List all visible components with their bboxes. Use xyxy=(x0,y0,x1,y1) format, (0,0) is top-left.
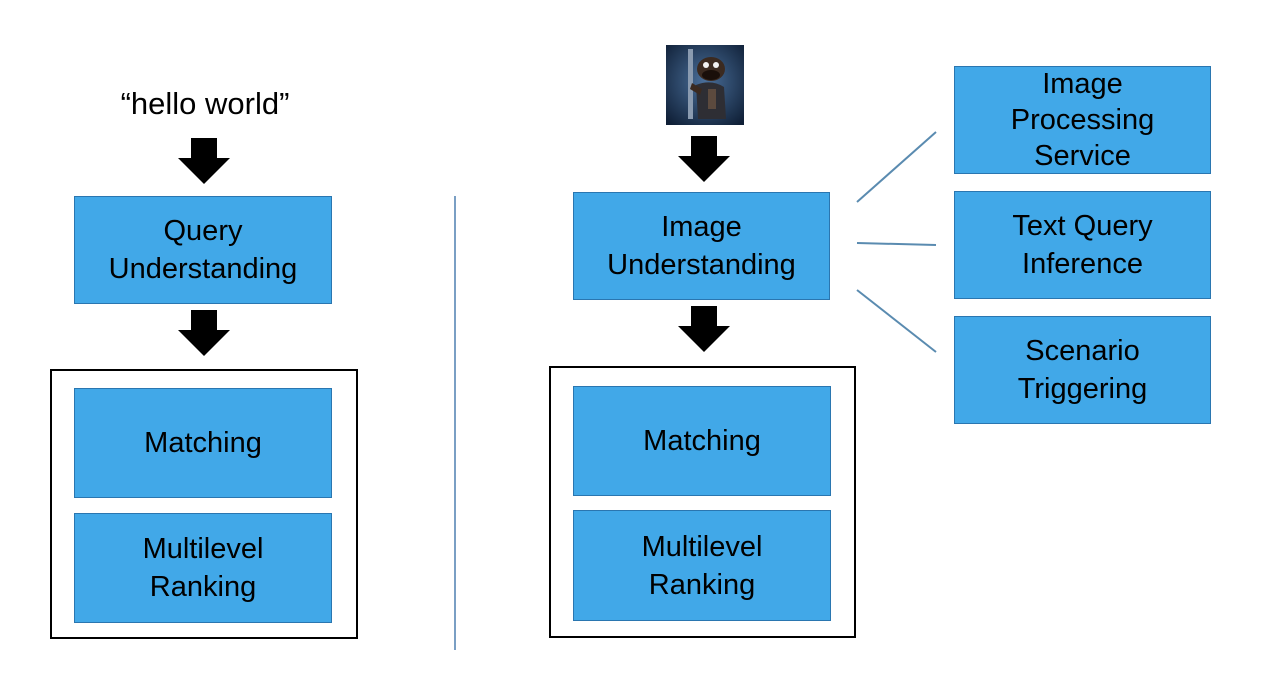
down-arrow-icon xyxy=(678,136,730,182)
down-arrow-icon xyxy=(178,310,230,356)
down-arrow-icon xyxy=(178,138,230,184)
query-understanding-box: Query Understanding xyxy=(74,196,332,304)
scenario-triggering-box: Scenario Triggering xyxy=(954,316,1211,424)
connector-scenario xyxy=(856,289,937,353)
muppet-photo-icon xyxy=(666,45,744,125)
text-query-inference-box: Text Query Inference xyxy=(954,191,1211,299)
connector-text-query xyxy=(856,242,937,246)
multilevel-ranking-box: Multilevel Ranking xyxy=(573,510,831,621)
image-processing-service-box: Image Processing Service xyxy=(954,66,1211,174)
connector-image-processing xyxy=(856,131,937,203)
matching-box: Matching xyxy=(573,386,831,496)
multilevel-ranking-box: Multilevel Ranking xyxy=(74,513,332,623)
down-arrow-icon xyxy=(678,306,730,352)
image-understanding-box: Image Understanding xyxy=(573,192,830,300)
query-text: “hello world” xyxy=(120,86,290,121)
matching-box: Matching xyxy=(74,388,332,498)
